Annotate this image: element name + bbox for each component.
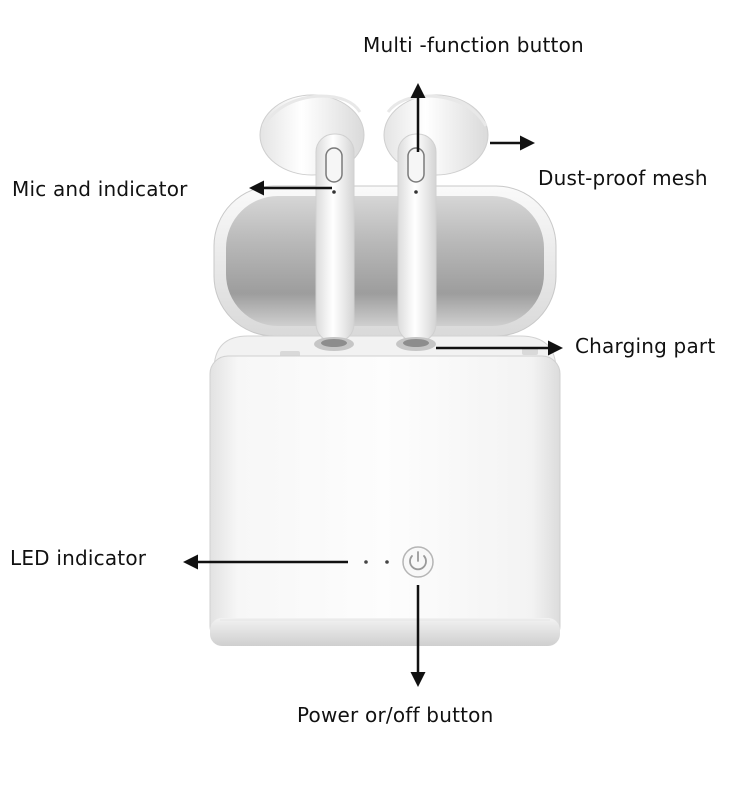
charging-case [209, 355, 561, 646]
case-lid [213, 185, 557, 337]
power-icon [402, 546, 434, 578]
led-dots [364, 560, 389, 564]
label-charging-part: Charging part [575, 334, 716, 358]
left-earbud [259, 94, 365, 351]
right-earbud [383, 94, 489, 351]
label-mic-and-indicator: Mic and indicator [12, 177, 188, 201]
label-dust-proof-mesh: Dust-proof mesh [538, 166, 708, 190]
pointer-arrows [183, 83, 563, 687]
label-power-button: Power or/off button [297, 703, 494, 727]
label-multi-function-button: Multi -function button [363, 33, 584, 57]
label-led-indicator: LED indicator [10, 546, 147, 570]
